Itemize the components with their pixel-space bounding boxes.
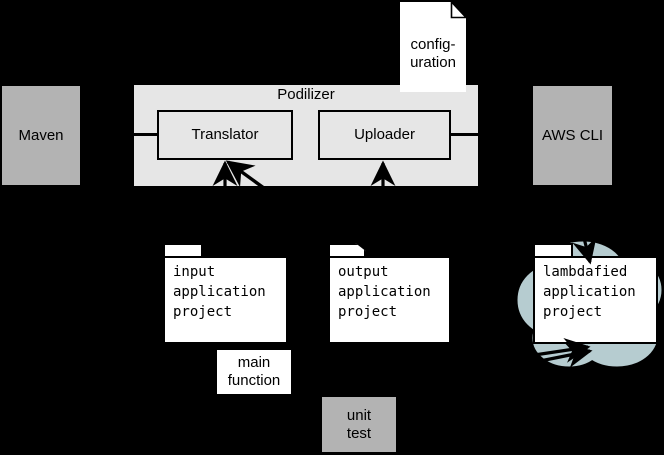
podilizer-title: Podilizer	[277, 85, 335, 103]
main-function-node: main function	[215, 348, 293, 396]
configuration-document: config- uration	[400, 2, 466, 92]
lambdafied-application-project-node: lambdafied application project	[533, 243, 658, 344]
maven-node: Maven	[2, 86, 80, 185]
uploader-component: Uploader	[318, 110, 451, 160]
lambdafied-project-label: lambdafied application project	[533, 256, 658, 344]
output-application-project-node: output application project	[328, 243, 451, 344]
unit-test-node: unit test	[322, 397, 396, 452]
aws-cli-node: AWS CLI	[533, 86, 612, 185]
input-application-project-node: input application project	[163, 243, 288, 344]
uploader-to-aws-cli-connector	[450, 133, 478, 136]
translator-component: Translator	[157, 110, 293, 160]
input-project-label: input application project	[163, 256, 288, 344]
maven-to-translator-connector	[134, 133, 158, 136]
output-project-label: output application project	[328, 256, 451, 344]
